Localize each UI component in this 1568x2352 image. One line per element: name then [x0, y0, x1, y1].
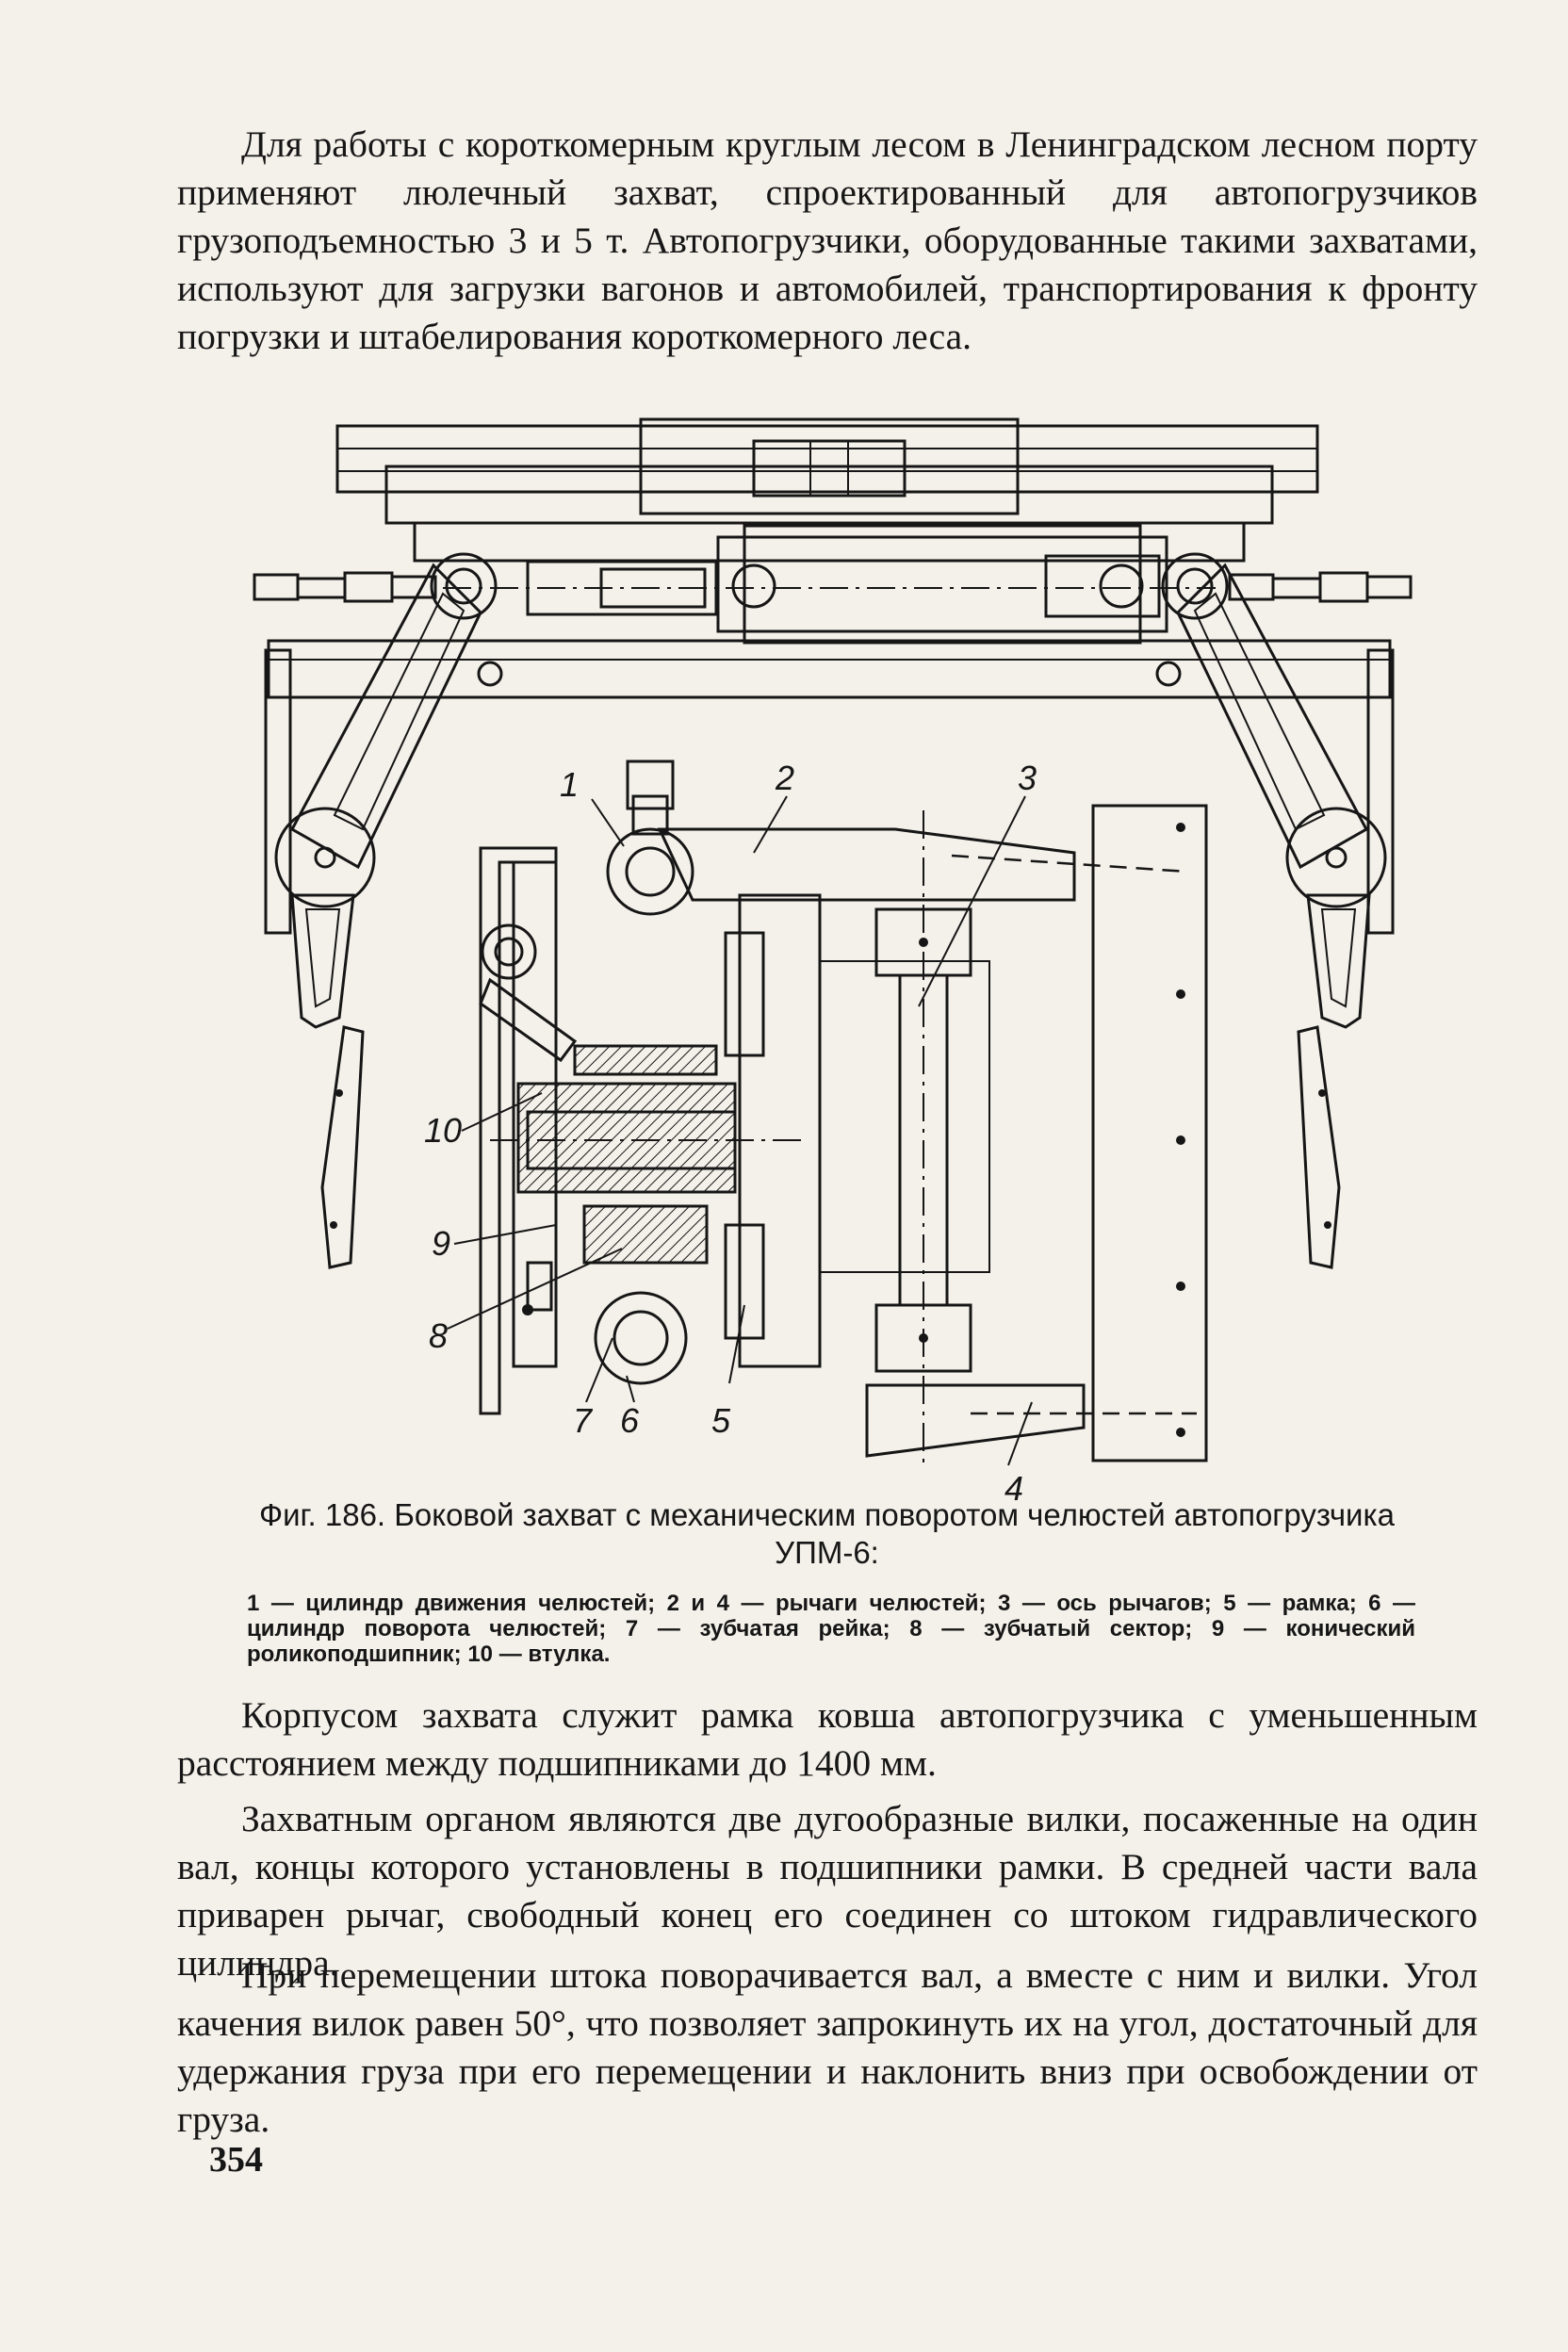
label-2: 2 — [775, 759, 794, 797]
page-number: 354 — [209, 2140, 263, 2180]
label-10: 10 — [424, 1111, 462, 1150]
label-9: 9 — [432, 1224, 450, 1263]
top-carriage-beam — [335, 417, 1319, 563]
section-view — [479, 760, 1208, 1470]
label-4: 4 — [1004, 1469, 1023, 1508]
left-arm — [274, 552, 498, 1269]
body-paragraph-3: Захватным органом являются две дугообраз… — [177, 1798, 1478, 1984]
figure-labels: 1 2 3 4 5 6 7 8 9 10 — [424, 759, 1037, 1508]
body-paragraph-4: При перемещении штока поворачивается вал… — [177, 1954, 1478, 2140]
intro-paragraph: Для работы с короткомерным круглым лесом… — [177, 123, 1478, 357]
hose-fittings — [253, 571, 1413, 603]
figure-caption: Фиг. 186. Боковой захват с механическим … — [259, 1497, 1395, 1570]
figure-legend: 1 — цилиндр движения челюстей; 2 и 4 — р… — [247, 1591, 1415, 1667]
right-arm — [1161, 552, 1387, 1269]
hydraulic-cylinder — [443, 524, 1216, 645]
label-5: 5 — [711, 1401, 731, 1440]
label-3: 3 — [1018, 759, 1037, 797]
leader-lines — [447, 795, 1033, 1466]
label-6: 6 — [620, 1401, 640, 1440]
label-7: 7 — [573, 1401, 594, 1440]
lower-crossbar — [264, 639, 1395, 935]
body-paragraph-2: Корпусом захвата служит рамка ковша авто… — [177, 1694, 1478, 1784]
label-8: 8 — [429, 1316, 448, 1355]
label-1: 1 — [560, 765, 579, 804]
